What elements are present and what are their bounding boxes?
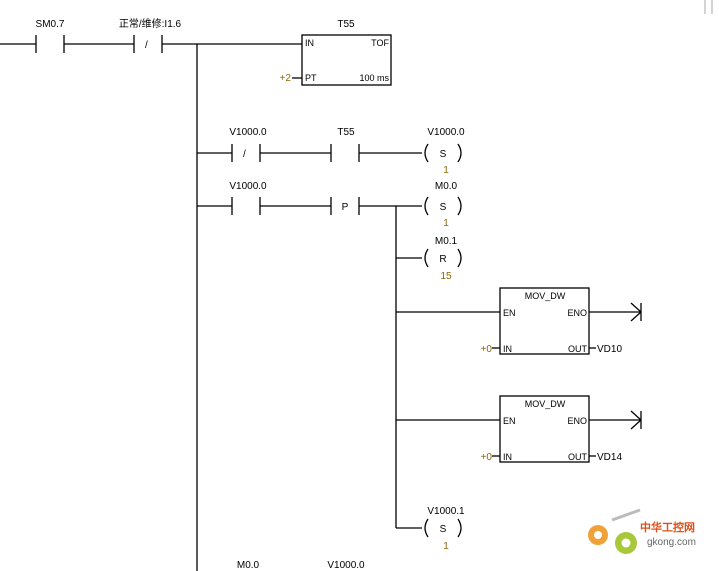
watermark-cn: 中华工控网 — [640, 520, 695, 534]
mov1-in-val: +0 — [481, 344, 493, 355]
mov2-out-val: VD14 — [597, 452, 622, 463]
mov2-in: IN — [503, 452, 512, 462]
watermark-url: gkong.com — [647, 537, 696, 548]
timer-in-pin: IN — [305, 38, 314, 48]
mov1-eno: ENO — [567, 308, 587, 318]
coil2-addr: M0.0 — [435, 181, 458, 192]
coil2-n: 1 — [443, 218, 449, 229]
timer-pt-value: +2 — [280, 73, 292, 84]
timer-resolution: 100 ms — [359, 73, 389, 83]
timer-name: T55 — [337, 19, 355, 30]
mov2-in-val: +0 — [481, 452, 493, 463]
contact-maint-label: 正常/维修:I1.6 — [119, 17, 182, 30]
pos-edge-p: P — [342, 202, 349, 213]
contact-v1000-no-label: V1000.0 — [229, 181, 267, 192]
mov1-en: EN — [503, 308, 516, 318]
coil4-addr: V1000.1 — [427, 506, 465, 517]
bottom-m00-label: M0.0 — [237, 560, 260, 571]
negate-slash-2: / — [243, 149, 246, 160]
coil4-op: S — [440, 524, 447, 535]
mov1-title: MOV_DW — [525, 291, 566, 301]
mov1-out-val: VD10 — [597, 344, 622, 355]
bottom-v1000-label: V1000.0 — [327, 560, 365, 571]
coil3-n: 15 — [440, 271, 452, 282]
mov2-out: OUT — [568, 452, 588, 462]
negate-slash: / — [145, 40, 148, 51]
contact-t55-label: T55 — [337, 127, 355, 138]
mov2-en: EN — [503, 416, 516, 426]
contact-sm07-label: SM0.7 — [36, 19, 65, 30]
mov1-out: OUT — [568, 344, 588, 354]
gkong-logo-icon — [588, 508, 641, 554]
coil4-n: 1 — [443, 541, 449, 552]
timer-pt-pin: PT — [305, 73, 317, 83]
mov1-in: IN — [503, 344, 512, 354]
contact-v1000-nc-label: V1000.0 — [229, 127, 267, 138]
coil1-addr: V1000.0 — [427, 127, 465, 138]
coil1-n: 1 — [443, 165, 449, 176]
coil2-op: S — [440, 202, 447, 213]
coil1-op: S — [440, 149, 447, 160]
mov2-title: MOV_DW — [525, 399, 566, 409]
coil3-op: R — [439, 254, 446, 265]
timer-type: TOF — [371, 38, 389, 48]
coil3-addr: M0.1 — [435, 236, 458, 247]
mov2-eno: ENO — [567, 416, 587, 426]
